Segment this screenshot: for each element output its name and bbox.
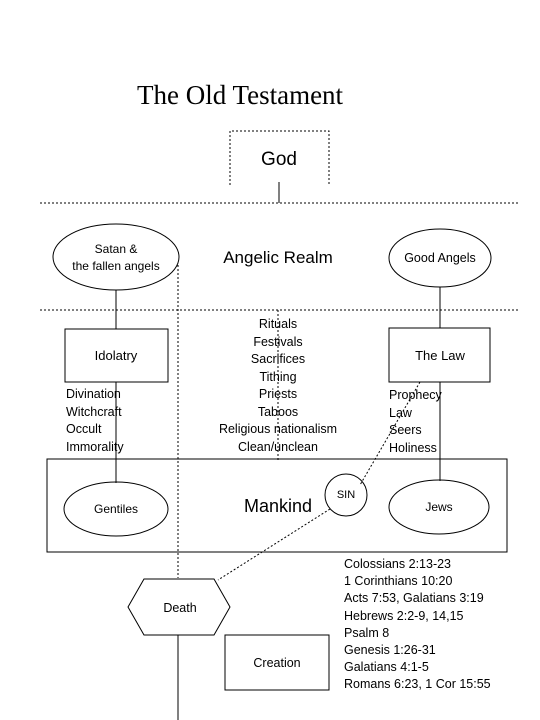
list-item: Sacrifices (250, 352, 306, 366)
gentiles-label: Gentiles (93, 502, 139, 516)
satan-ellipse (52, 223, 180, 291)
list-item: Rituals (258, 317, 298, 331)
jews-label: Jews (425, 500, 453, 514)
reference-item: Psalm 8 (344, 625, 390, 640)
scripture-references: Colossians 2:13-23 1 Corinthians 10:20 A… (344, 556, 491, 694)
list-item: Religious nationalism (218, 422, 338, 436)
mankind-label: Mankind (243, 496, 313, 516)
list-item: Law (389, 405, 412, 420)
list-item: Holiness (389, 440, 437, 455)
idolatry-list: Divination Witchcraft Occult Immorality (66, 386, 124, 456)
sin-label: SIN (336, 489, 356, 501)
fallen-angels-label: the fallen angels (72, 259, 160, 273)
list-item: Seers (389, 423, 422, 437)
list-item: Prophecy (389, 388, 442, 402)
list-item: Witchcraft (66, 404, 122, 419)
religion-list: Rituals Festivals Sacrifices Tithing Pri… (219, 316, 337, 456)
law-label: The Law (415, 348, 465, 363)
list-item: Tithing (259, 369, 297, 384)
reference-item: Acts 7:53, Galatians 3:19 (344, 591, 484, 606)
idolatry-label: Idolatry (94, 348, 138, 363)
god-box (229, 130, 330, 185)
death-hexagon (127, 578, 231, 636)
page-title: The Old Testament (137, 80, 344, 110)
jews-ellipse (388, 479, 490, 535)
reference-item: Colossians 2:13-23 (344, 557, 452, 571)
list-item: Occult (66, 422, 102, 436)
reference-item: 1 Corinthians 10:20 (344, 574, 453, 589)
gentiles-ellipse (63, 481, 169, 537)
mankind-box (46, 458, 508, 553)
satan-label: Satan & (94, 242, 138, 256)
sin-to-death (217, 508, 331, 581)
death-label: Death (163, 601, 197, 615)
god-label: God (261, 149, 297, 170)
list-item: Festivals (253, 334, 303, 349)
reference-item: Galatians 4:1-5 (344, 660, 429, 675)
law-list: Prophecy Law Seers Holiness (389, 387, 442, 457)
list-item: Clean/unclean (238, 439, 318, 454)
reference-item: Hebrews 2:2-9, 14,15 (344, 608, 464, 623)
creation-label: Creation (253, 656, 301, 670)
sin-circle (324, 473, 368, 517)
reference-item: Romans 6:23, 1 Cor 15:55 (344, 677, 491, 692)
creation-box (224, 634, 330, 691)
angelic-realm-label: Angelic Realm (223, 248, 333, 267)
list-item: Priests (258, 387, 298, 401)
list-item: Divination (66, 387, 121, 401)
list-item: Taboos (257, 404, 299, 419)
list-item: Immorality (66, 439, 124, 454)
good-angels-label: Good Angels (404, 251, 476, 265)
reference-item: Genesis 1:26-31 (344, 643, 436, 658)
